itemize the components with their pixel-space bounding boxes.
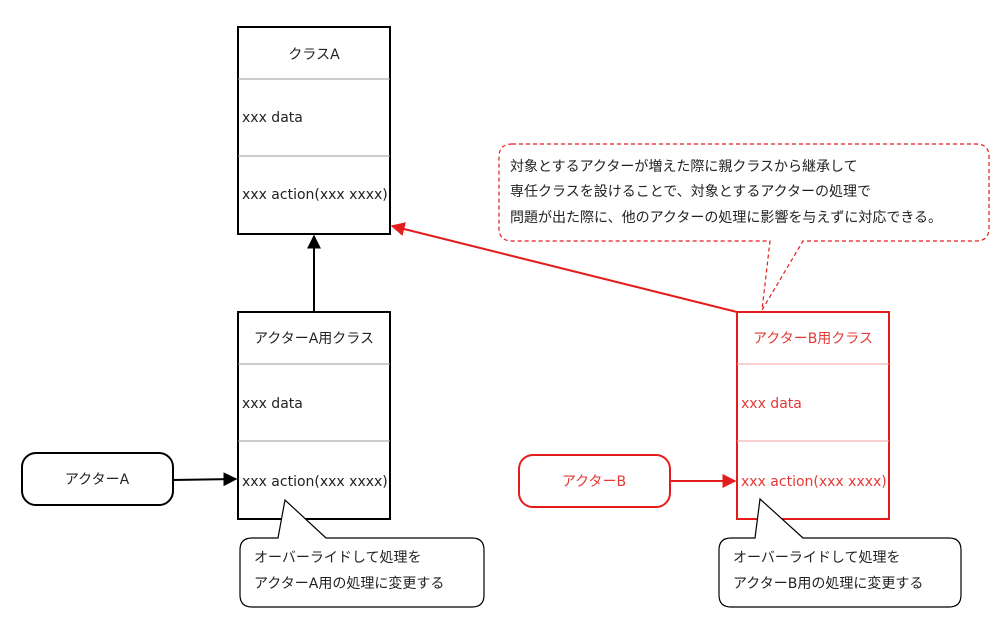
class-a-box: クラスA xxx data xxx action(xxx xxxx) xyxy=(237,26,391,235)
actor-a-node: アクターA xyxy=(21,452,174,506)
actor-a-class-action: xxx action(xxx xxxx) xyxy=(242,474,388,490)
actor-b-node: アクターB xyxy=(518,454,671,508)
note-b-line-1: オーバーライドして処理を xyxy=(733,550,900,566)
class-a-action: xxx action(xxx xxxx) xyxy=(242,187,388,203)
note-top-line-2: 専任クラスを設けることで、対象とするアクターの処理で xyxy=(510,184,871,200)
actor-b-class-data: xxx data xyxy=(741,396,802,412)
note-a-callout: オーバーライドして処理を アクターA用の処理に変更する xyxy=(239,498,485,608)
actor-b-class-action: xxx action(xxx xxxx) xyxy=(741,474,887,490)
note-b-callout: オーバーライドして処理を アクターB用の処理に変更する xyxy=(718,497,962,608)
actor-a-label: アクターA xyxy=(65,472,130,488)
note-top-line-3: 問題が出た際に、他のアクターの処理に影響を与えずに対応できる。 xyxy=(510,209,942,226)
actor-a-class-title: アクターA用クラス xyxy=(254,331,374,347)
call-arrow-actor-a xyxy=(172,472,238,487)
note-top-callout: 対象とするアクターが増えた際に親クラスから継承して 専任クラスを設けることで、対… xyxy=(498,143,990,311)
note-a-line-1: オーバーライドして処理を xyxy=(254,550,421,566)
note-a-line-2: アクターA用の処理に変更する xyxy=(254,575,444,592)
actor-b-class-title: アクターB用クラス xyxy=(753,331,873,347)
actor-b-class-box: アクターB用クラス xxx data xxx action(xxx xxxx) xyxy=(736,311,890,520)
class-a-data: xxx data xyxy=(242,110,303,126)
note-b-line-2: アクターB用の処理に変更する xyxy=(733,575,923,592)
actor-a-class-data: xxx data xyxy=(242,396,303,412)
class-a-title: クラスA xyxy=(288,47,340,63)
inherit-arrow-actor-b xyxy=(390,222,738,313)
actor-a-class-box: アクターA用クラス xxx data xxx action(xxx xxxx) xyxy=(237,311,391,520)
note-top-line-1: 対象とするアクターが増えた際に親クラスから継承して xyxy=(510,159,858,175)
actor-b-label: アクターB xyxy=(562,474,626,490)
